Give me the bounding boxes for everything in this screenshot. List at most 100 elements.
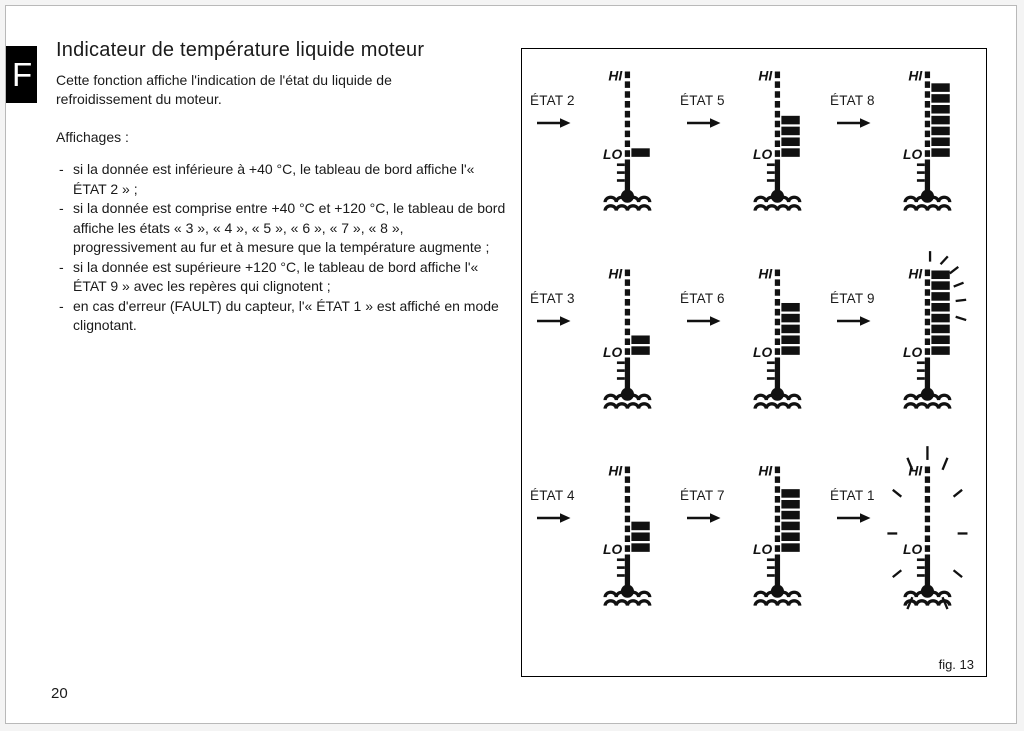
gauge-label-column: ÉTAT 7 [680, 454, 738, 524]
temperature-bars [781, 302, 800, 355]
arrow-right-icon [837, 118, 871, 128]
gauge-label-column: ÉTAT 6 [680, 257, 738, 327]
arrow-right-icon [537, 513, 571, 524]
arrow-right-icon [687, 513, 721, 524]
gauge-label-column: ÉTAT 2 [530, 59, 588, 129]
etat-label: ÉTAT 2 [530, 93, 575, 108]
lo-label: LO [603, 147, 622, 162]
gauge-cell: ÉTAT 7 HI LO [680, 454, 830, 652]
page-number: 20 [51, 685, 68, 702]
lo-label: LO [903, 344, 922, 359]
gauge-cell: ÉTAT 6 HI LO [680, 257, 830, 455]
manual-page: F Indicateur de température liquide mote… [5, 5, 1017, 724]
etat-label: ÉTAT 5 [680, 93, 725, 108]
bullet-marker: - [59, 258, 64, 275]
bullet-item: - si la donnée est supérieure +120 °C, l… [59, 258, 508, 297]
etat-label: ÉTAT 4 [530, 488, 575, 504]
temperature-gauge-icon: HI LO [753, 69, 802, 211]
etat-label: ÉTAT 7 [680, 488, 725, 504]
lo-label: LO [753, 344, 772, 359]
temperature-bars [931, 83, 950, 157]
bullet-text: si la donnée est inférieure à +40 °C, le… [73, 161, 475, 197]
temperature-gauge-icon: HI LO [603, 464, 652, 607]
bullet-marker: - [59, 297, 64, 314]
lo-label: LO [603, 542, 622, 557]
etat-label: ÉTAT 3 [530, 290, 575, 306]
section-tab: F [6, 46, 37, 103]
arrow-right-icon [537, 315, 571, 326]
arrow-right-icon [837, 513, 871, 524]
temperature-bars [631, 148, 650, 157]
blink-rays-icon [928, 250, 967, 321]
hi-label: HI [758, 69, 773, 84]
blink-rays-icon [887, 446, 968, 610]
etat-label: ÉTAT 6 [680, 290, 725, 306]
arrow-right-icon [537, 118, 571, 128]
arrow-right-icon [687, 118, 721, 128]
etat-label: ÉTAT 1 [830, 488, 875, 504]
arrow-right-icon [687, 315, 721, 326]
bullet-item: - si la donnée est inférieure à +40 °C, … [59, 160, 508, 199]
gauge-label-column: ÉTAT 1 [830, 454, 888, 524]
gauge-cell: ÉTAT 9 HI LO [830, 250, 980, 455]
gauge-label-column: ÉTAT 5 [680, 59, 738, 129]
text-column: Indicateur de température liquide moteur… [56, 39, 508, 336]
lo-label: LO [903, 147, 922, 162]
hi-label: HI [608, 266, 623, 281]
coolant-temperature-icon [603, 159, 652, 211]
hi-label: HI [908, 266, 923, 281]
bullet-item: - en cas d'erreur (FAULT) du capteur, l'… [59, 297, 508, 336]
bullet-marker: - [59, 161, 64, 177]
bullet-item: - si la donnée est comprise entre +40 °C… [59, 199, 508, 258]
bullet-text: en cas d'erreur (FAULT) du capteur, l'« … [73, 297, 499, 334]
temperature-bars [781, 489, 800, 553]
temperature-bars [631, 335, 650, 355]
temperature-gauge-icon: HI LO [903, 69, 952, 211]
hi-label: HI [758, 464, 773, 479]
hi-label: HI [758, 266, 773, 281]
hi-label: HI [608, 69, 623, 84]
bullet-list: - si la donnée est inférieure à +40 °C, … [56, 160, 508, 336]
temperature-gauge-icon: HI LO [903, 250, 967, 409]
gauge-label-column: ÉTAT 3 [530, 257, 588, 327]
figure-box: ÉTAT 2 HI LO ÉTAT 5 HI LO ÉTAT 8 HI LO [521, 48, 987, 677]
etat-label: ÉTAT 9 [830, 290, 875, 306]
gauge-cell: ÉTAT 3 HI LO [530, 257, 680, 455]
lo-label: LO [603, 344, 622, 359]
coolant-temperature-icon [753, 554, 802, 607]
coolant-temperature-icon [903, 357, 952, 409]
gauge-label-column: ÉTAT 8 [830, 59, 888, 129]
temperature-gauge-icon: HI LO [603, 69, 652, 211]
temperature-bars [931, 270, 950, 355]
coolant-temperature-icon [753, 159, 802, 211]
intro-text: Cette fonction affiche l'indication de l… [56, 72, 392, 107]
affichages-label: Affichages : [56, 129, 129, 145]
coolant-temperature-icon [903, 159, 952, 211]
gauge-cell: ÉTAT 5 HI LO [680, 59, 830, 257]
temperature-bars [631, 521, 650, 553]
figure-caption: fig. 13 [938, 657, 974, 672]
temperature-gauge-icon: HI LO [753, 266, 802, 409]
lo-label: LO [753, 147, 772, 162]
gauge-cell: ÉTAT 4 HI LO [530, 454, 680, 652]
lo-label: LO [903, 542, 922, 557]
temperature-gauge-icon: HI LO [603, 266, 652, 409]
coolant-temperature-icon [603, 357, 652, 409]
bullet-text: si la donnée est comprise entre +40 °C e… [73, 200, 506, 255]
bullet-text: si la donnée est supérieure +120 °C, le … [73, 258, 479, 295]
gauge-cell: ÉTAT 8 HI LO [830, 59, 980, 257]
hi-label: HI [608, 464, 623, 479]
section-letter: F [12, 55, 33, 93]
coolant-temperature-icon [753, 357, 802, 409]
figure-grid: ÉTAT 2 HI LO ÉTAT 5 HI LO ÉTAT 8 HI LO [530, 59, 978, 652]
coolant-temperature-icon [603, 554, 652, 607]
bullet-marker: - [59, 200, 64, 216]
gauge-label-column: ÉTAT 4 [530, 454, 588, 524]
coolant-temperature-icon [903, 554, 952, 607]
hi-label: HI [908, 69, 923, 84]
temperature-bars [781, 115, 800, 157]
etat-label: ÉTAT 8 [830, 93, 875, 108]
lo-label: LO [753, 542, 772, 557]
